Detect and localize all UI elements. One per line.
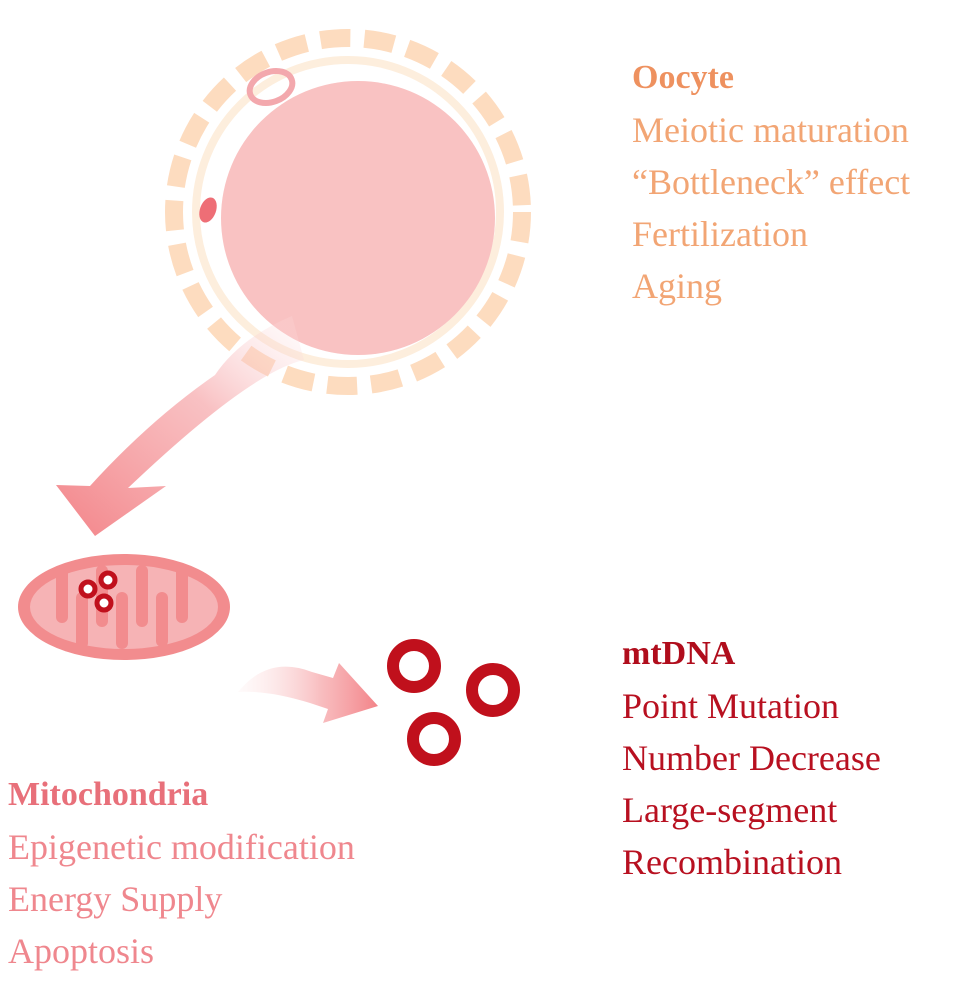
mitochondrion-mtdna-rings [78,570,118,613]
mitochondrion-illustration [18,554,230,660]
mtdna-ring [466,663,520,717]
arrow-mitochondria-to-mtdna [238,663,378,723]
mitochondria-item: Epigenetic modification [8,827,355,867]
mtdna-item: Recombination [622,842,842,882]
oocyte-title: Oocyte [632,59,734,96]
mtdna-illustration [387,639,520,766]
perivitelline-ring [192,56,504,368]
oocyte-cytoplasm [221,81,495,355]
oocyte-item: Fertilization [632,214,808,254]
oocyte-item: Aging [632,266,722,306]
oocyte-item: Meiotic maturation [632,110,909,150]
mtdna-text-block: mtDNA Point Mutation Number Decrease Lar… [622,634,881,888]
oocyte-text-block: Oocyte Meiotic maturation “Bottleneck” e… [632,58,910,312]
mtdna-item: Large-segment [622,790,838,830]
oocyte-nucleus [199,197,217,223]
arrow-oocyte-to-mitochondria [56,316,304,536]
mtdna-ring [387,639,441,693]
zona-pellucida [165,29,531,395]
oocyte-item: “Bottleneck” effect [632,162,911,202]
mtdna-ring [407,712,461,766]
mitochondria-item: Apoptosis [8,931,155,971]
oocyte-illustration [165,29,531,395]
mtdna-title: mtDNA [622,635,736,672]
mitochondria-item: Energy Supply [8,879,223,919]
mitochondria-title: Mitochondria [8,776,209,813]
mtdna-item: Point Mutation [622,686,840,726]
mitochondria-text-block: Mitochondria Epigenetic modification Ene… [8,775,355,977]
mtdna-item: Number Decrease [622,738,881,778]
polar-body [246,68,296,106]
